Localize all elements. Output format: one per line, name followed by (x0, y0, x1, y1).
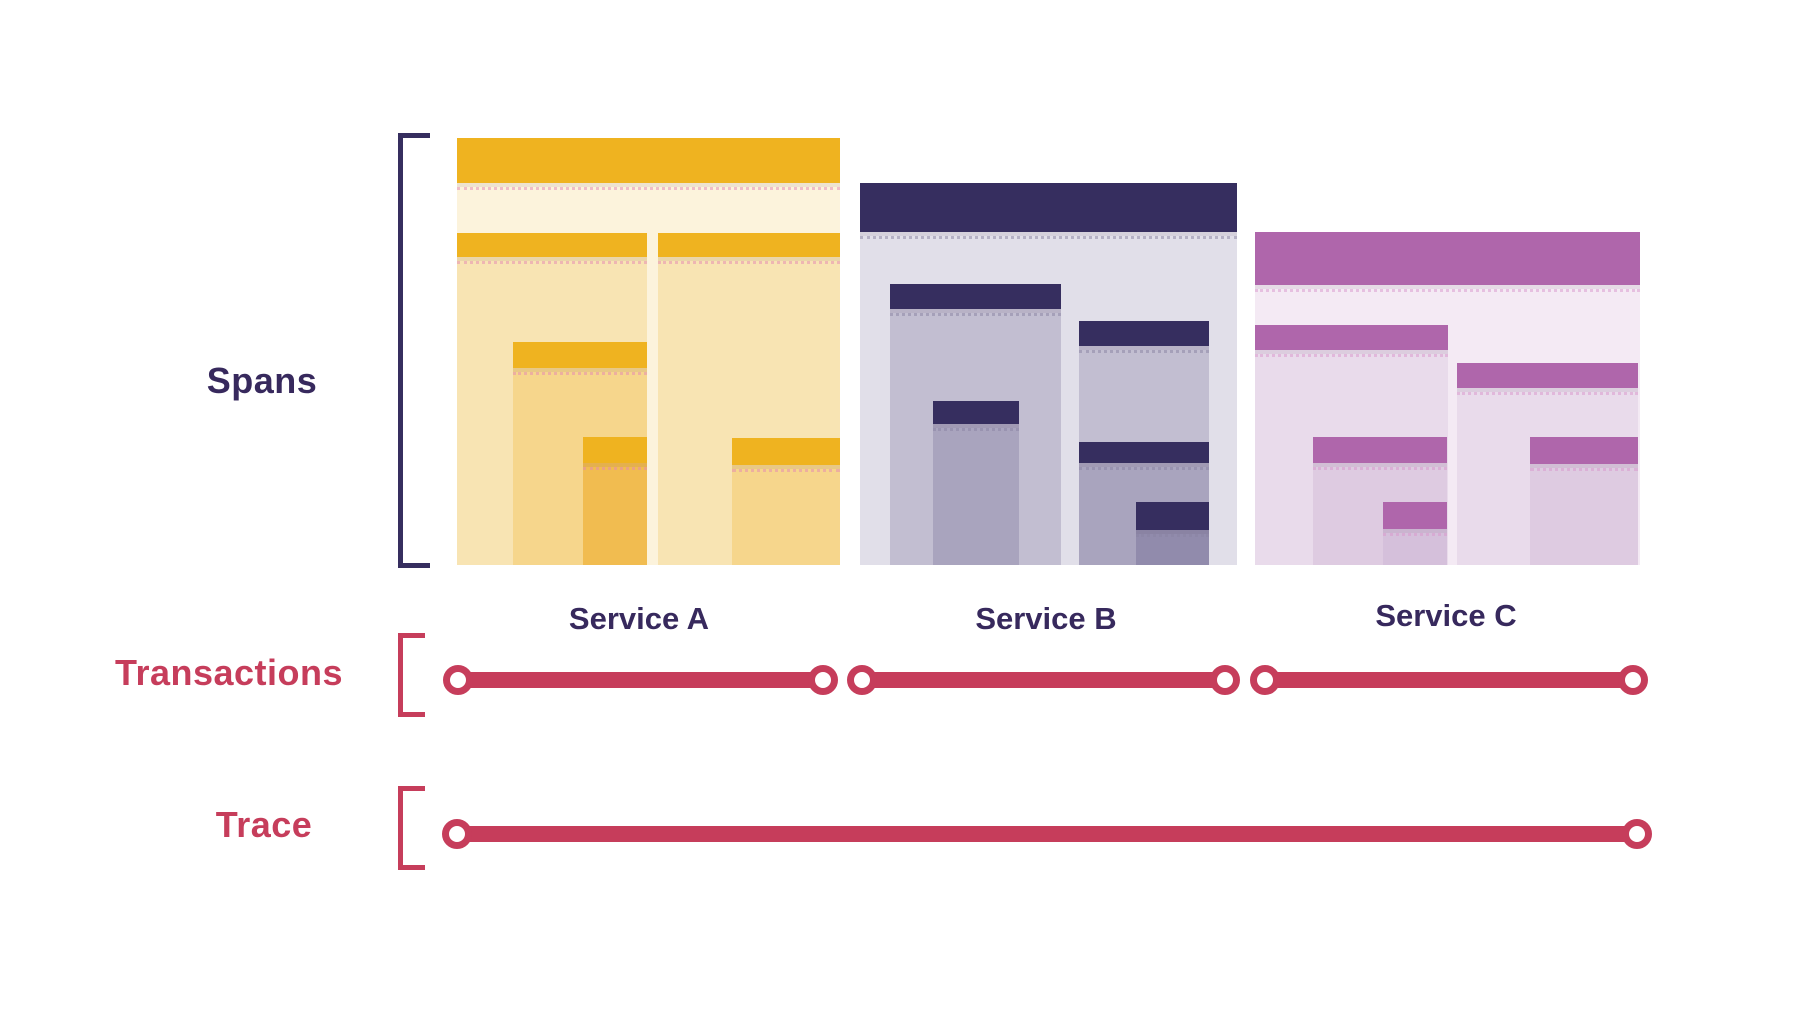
service-b-span-3-stitch (1079, 350, 1209, 353)
service-b-span-1-stitch (890, 313, 1061, 316)
transaction-2-end-circle (1618, 665, 1648, 695)
service-c-span-0-bar (1255, 232, 1640, 285)
service-a-span-2-bar (513, 342, 647, 368)
service-c-span-0-stitch (1255, 289, 1640, 292)
service-a-span-5-stitch (732, 469, 840, 472)
transaction-0-start-circle (443, 665, 473, 695)
spans-label: Spans (206, 360, 318, 401)
service-b-span-1-bar (890, 284, 1061, 309)
service-b-span-5-bar (1136, 502, 1209, 530)
service-a-span-3-stitch (583, 467, 647, 470)
service-b-span-2-bar (933, 401, 1019, 424)
transaction-0-line (458, 672, 823, 688)
transactions-label: Transactions (114, 652, 344, 693)
service-a-span-0-stitch (457, 187, 840, 190)
service-a-span-4-stitch (658, 261, 840, 264)
trace-bracket (398, 786, 425, 870)
service-b-span-3-bar (1079, 321, 1209, 346)
trace-line (457, 826, 1637, 842)
transaction-1-start-circle (847, 665, 877, 695)
service-a-span-2-stitch (513, 372, 647, 375)
transactions-bracket (398, 633, 425, 717)
service-a-span-1-bar (457, 233, 647, 257)
service-b-span-4-stitch (1079, 467, 1209, 470)
transaction-2-start-circle (1250, 665, 1280, 695)
transaction-0-end-circle (808, 665, 838, 695)
service-a-span-1-stitch (457, 261, 647, 264)
trace-end-circle (1622, 819, 1652, 849)
spans-bracket (398, 133, 430, 568)
service-b-label: Service B (975, 601, 1117, 636)
service-b-span-0-stitch (860, 236, 1237, 239)
service-c-span-2-bar (1313, 437, 1447, 463)
service-b-span-2-body (933, 401, 1019, 565)
trace-label: Trace (215, 804, 313, 845)
trace-start-circle (442, 819, 472, 849)
service-a-span-4-bar (658, 233, 840, 257)
service-a-span-3-bar (583, 437, 647, 463)
service-c-span-2-stitch (1313, 467, 1447, 470)
service-a-span-0-bar (457, 138, 840, 183)
service-c-span-3-stitch (1383, 533, 1447, 536)
service-a-label: Service A (568, 601, 710, 636)
service-c-span-5-bar (1530, 437, 1638, 464)
service-c-span-4-stitch (1457, 392, 1638, 395)
service-b-span-2-stitch (933, 428, 1019, 431)
service-c-span-1-bar (1255, 325, 1448, 350)
service-c-span-4-bar (1457, 363, 1638, 388)
service-c-label: Service C (1375, 598, 1517, 633)
service-c-span-5-stitch (1530, 468, 1638, 471)
service-b-span-4-bar (1079, 442, 1209, 463)
service-c-span-3-bar (1383, 502, 1447, 529)
service-b-span-5-stitch (1136, 534, 1209, 537)
service-b-span-0-bar (860, 183, 1237, 232)
transaction-1-end-circle (1210, 665, 1240, 695)
transaction-1-line (862, 672, 1225, 688)
service-a-span-5-bar (732, 438, 840, 465)
service-c-span-1-stitch (1255, 354, 1448, 357)
transaction-2-line (1265, 672, 1633, 688)
